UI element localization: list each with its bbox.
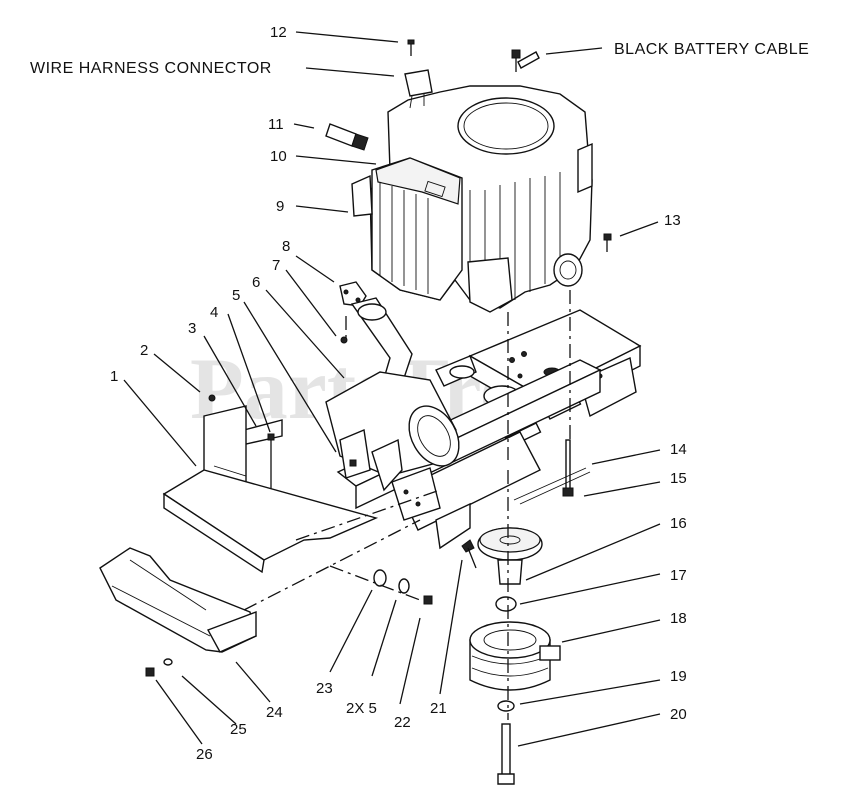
- callout-5: 5: [232, 287, 240, 304]
- leader-lines: [123, 31, 661, 747]
- callout-8: 8: [282, 238, 290, 255]
- callout-2x5: 2X 5: [346, 700, 377, 717]
- frame-bracket: [391, 467, 441, 521]
- callout-15: 15: [670, 470, 687, 487]
- assembly-centerlines: [243, 290, 571, 720]
- callout-18: 18: [670, 610, 687, 627]
- bolt-21: [461, 539, 477, 569]
- label-black-battery-cable: BLACK BATTERY CABLE: [614, 41, 809, 58]
- heat-shield: [162, 394, 379, 574]
- screw-13: [603, 233, 612, 252]
- callout-7: 7: [272, 257, 280, 274]
- belt-guide-14: [513, 467, 591, 505]
- callout-6: 6: [252, 274, 260, 291]
- callout-21: 21: [430, 700, 447, 717]
- muffler: [325, 371, 460, 492]
- wire-harness-connector-part: [404, 69, 433, 109]
- label-wire-harness-connector: WIRE HARNESS CONNECTOR: [30, 60, 272, 77]
- bolt-15: [562, 439, 574, 497]
- fasteners-row: [373, 569, 433, 605]
- callout-9: 9: [276, 198, 284, 215]
- screw-12: [407, 39, 415, 56]
- callout-24: 24: [266, 704, 283, 721]
- bumper-shield: [99, 547, 257, 653]
- callout-14: 14: [670, 441, 687, 458]
- callout-12: 12: [270, 24, 287, 41]
- callout-22: 22: [394, 714, 411, 731]
- engine: [351, 85, 593, 313]
- callout-labels: 12 11 10 9 13 8 7 6 5 4 3 2 1 14 15 16 1…: [30, 24, 809, 763]
- washer-17: [495, 596, 517, 612]
- callout-20: 20: [670, 706, 687, 723]
- battery-cable-bolt: [511, 49, 540, 72]
- callout-19: 19: [670, 668, 687, 685]
- callout-2: 2: [140, 342, 148, 359]
- callout-3: 3: [188, 320, 196, 337]
- callout-17: 17: [670, 567, 687, 584]
- bolt-20: [497, 723, 515, 785]
- spark-plug: [325, 123, 369, 151]
- callout-1: 1: [110, 368, 118, 385]
- exhaust-gasket: [339, 281, 367, 307]
- callout-11: 11: [268, 116, 284, 133]
- callout-13: 13: [664, 212, 681, 229]
- exhaust-pipe: [350, 297, 413, 393]
- callout-16: 16: [670, 515, 687, 532]
- washer-19: [497, 700, 515, 712]
- callout-23: 23: [316, 680, 333, 697]
- callout-10: 10: [270, 148, 287, 165]
- screw-26: [145, 658, 173, 677]
- pulley: [477, 527, 543, 585]
- callout-25: 25: [230, 721, 247, 738]
- nut-7: [340, 336, 348, 344]
- callout-26: 26: [196, 746, 213, 763]
- callout-4: 4: [210, 304, 218, 321]
- clutch: [469, 621, 561, 691]
